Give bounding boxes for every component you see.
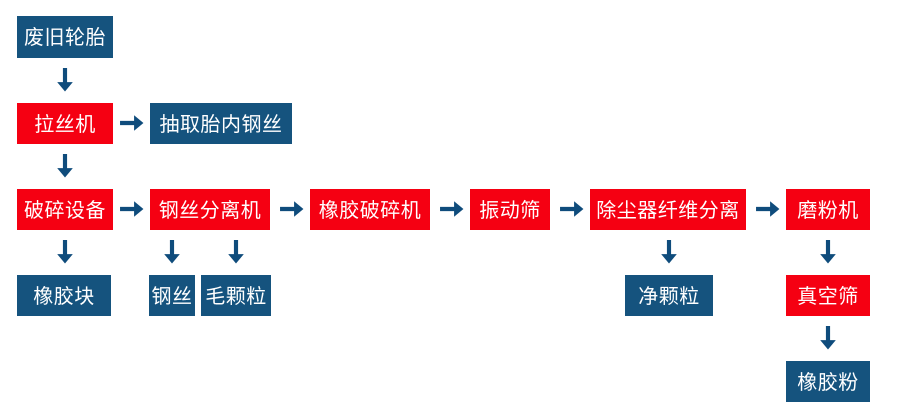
arrow-down-icon <box>52 61 78 99</box>
flow-node-拉丝机[interactable]: 拉丝机 <box>17 103 113 144</box>
flow-node-橡胶粉[interactable]: 橡胶粉 <box>786 361 870 402</box>
arrow-right-icon <box>116 110 148 136</box>
arrow-down-icon <box>656 233 682 271</box>
flow-node-真空筛[interactable]: 真空筛 <box>786 275 870 316</box>
flow-node-除尘器纤维分离[interactable]: 除尘器纤维分离 <box>590 189 746 230</box>
flow-node-label: 拉丝机 <box>34 111 96 136</box>
flow-node-label: 废旧轮胎 <box>24 25 106 49</box>
flow-node-label: 破碎设备 <box>24 197 106 222</box>
flow-node-抽取胎内钢丝[interactable]: 抽取胎内钢丝 <box>150 103 292 144</box>
arrow-right-icon <box>116 196 148 222</box>
flow-node-破碎设备[interactable]: 破碎设备 <box>17 189 113 230</box>
flow-node-净颗粒[interactable]: 净颗粒 <box>625 275 713 316</box>
arrow-down-icon <box>815 233 841 271</box>
arrow-right-icon <box>752 196 784 222</box>
flow-node-label: 除尘器纤维分离 <box>596 197 740 222</box>
flow-node-label: 磨粉机 <box>797 197 859 222</box>
arrow-down-icon <box>815 319 841 357</box>
flow-node-label: 钢丝 <box>151 283 193 308</box>
flow-node-钢丝[interactable]: 钢丝 <box>149 275 195 316</box>
arrow-down-icon <box>159 233 185 271</box>
flow-node-label: 钢丝分离机 <box>158 197 262 222</box>
flow-node-废旧轮胎[interactable]: 废旧轮胎 <box>17 16 113 58</box>
arrow-down-icon <box>223 233 249 271</box>
arrow-right-icon <box>276 196 308 222</box>
flow-node-钢丝分离机[interactable]: 钢丝分离机 <box>150 189 270 230</box>
flow-node-振动筛[interactable]: 振动筛 <box>470 189 550 230</box>
arrow-down-icon <box>52 147 78 185</box>
flow-node-橡胶破碎机[interactable]: 橡胶破碎机 <box>310 189 430 230</box>
arrow-down-icon <box>52 233 78 271</box>
arrow-right-icon <box>556 196 588 222</box>
flow-node-磨粉机[interactable]: 磨粉机 <box>786 189 870 230</box>
flow-node-label: 真空筛 <box>797 283 859 308</box>
flow-node-label: 抽取胎内钢丝 <box>159 111 283 136</box>
arrow-right-icon <box>436 196 468 222</box>
flow-node-label: 橡胶块 <box>33 283 95 308</box>
flow-node-label: 净颗粒 <box>638 283 700 308</box>
flow-node-label: 橡胶破碎机 <box>318 197 422 222</box>
flow-node-label: 振动筛 <box>479 197 541 222</box>
flow-node-橡胶块[interactable]: 橡胶块 <box>17 275 111 316</box>
flow-node-label: 橡胶粉 <box>797 369 859 394</box>
flow-node-label: 毛颗粒 <box>205 283 267 308</box>
flow-node-毛颗粒[interactable]: 毛颗粒 <box>201 275 271 316</box>
